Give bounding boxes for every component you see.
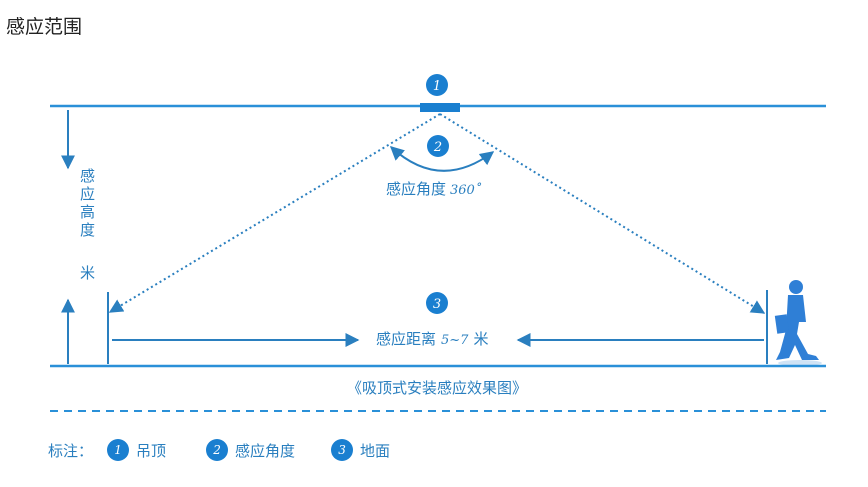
svg-text:1: 1 bbox=[433, 79, 441, 94]
legend-label-ground: 地面 bbox=[360, 441, 391, 460]
sensor-device bbox=[420, 103, 460, 112]
svg-text:度: 度 bbox=[80, 221, 95, 239]
legend-label-angle: 感应角度 bbox=[235, 441, 296, 460]
angle-badge: 2 bbox=[427, 135, 449, 157]
ground-badge: 3 bbox=[426, 292, 448, 314]
svg-text:3: 3 bbox=[433, 297, 441, 312]
person-shadow bbox=[778, 360, 822, 366]
legend-prefix: 标注： bbox=[48, 441, 94, 460]
svg-text:2: 2 bbox=[433, 140, 442, 155]
angle-arc bbox=[389, 146, 495, 172]
svg-text:感: 感 bbox=[80, 167, 95, 185]
legend-item-ground: 3 地面 bbox=[331, 439, 390, 461]
page-title: 感应范围 bbox=[6, 16, 83, 38]
legend: 标注： 1 吊顶 2 感应角度 3 地面 bbox=[48, 437, 390, 463]
legend-badge-1: 1 bbox=[107, 439, 130, 461]
right-detection-line bbox=[439, 113, 766, 314]
left-detection-line bbox=[108, 113, 441, 313]
height-label: 感 应 高 度 米 bbox=[80, 167, 95, 282]
svg-text:高: 高 bbox=[80, 203, 95, 221]
legend-item-ceiling: 1 吊顶 bbox=[107, 439, 166, 461]
ceiling-badge: 1 bbox=[426, 74, 448, 96]
legend-badge-2: 2 bbox=[206, 439, 229, 461]
legend-badge-3: 3 bbox=[331, 439, 354, 461]
legend-item-angle: 2 感应角度 bbox=[206, 439, 295, 461]
svg-text:米: 米 bbox=[80, 264, 95, 282]
legend-label-ceiling: 吊顶 bbox=[136, 441, 167, 460]
svg-text:应: 应 bbox=[80, 185, 95, 203]
person-icon bbox=[774, 280, 819, 360]
diagram-caption: 《吸顶式安装感应效果图》 bbox=[347, 379, 527, 397]
